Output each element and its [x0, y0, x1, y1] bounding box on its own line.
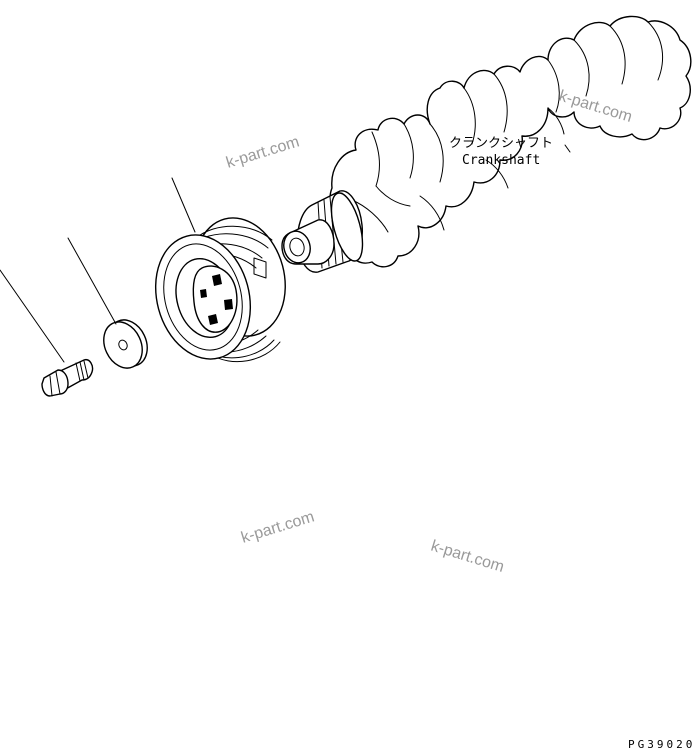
crankshaft-part[interactable] — [280, 15, 692, 273]
drawing-code: PG39020 — [628, 738, 695, 751]
crankshaft-pulley[interactable] — [142, 208, 298, 370]
watermark-4: k-part.com — [429, 538, 506, 576]
leader-lines — [0, 144, 571, 363]
crankshaft-label-en: Crankshaft — [462, 153, 540, 168]
watermark-1: k-part.com — [224, 133, 301, 171]
bolt-part[interactable] — [41, 359, 94, 397]
washer-part[interactable] — [97, 314, 155, 375]
watermark-3: k-part.com — [239, 508, 316, 546]
crankshaft-label-jp: クランクシャフト — [449, 136, 553, 151]
